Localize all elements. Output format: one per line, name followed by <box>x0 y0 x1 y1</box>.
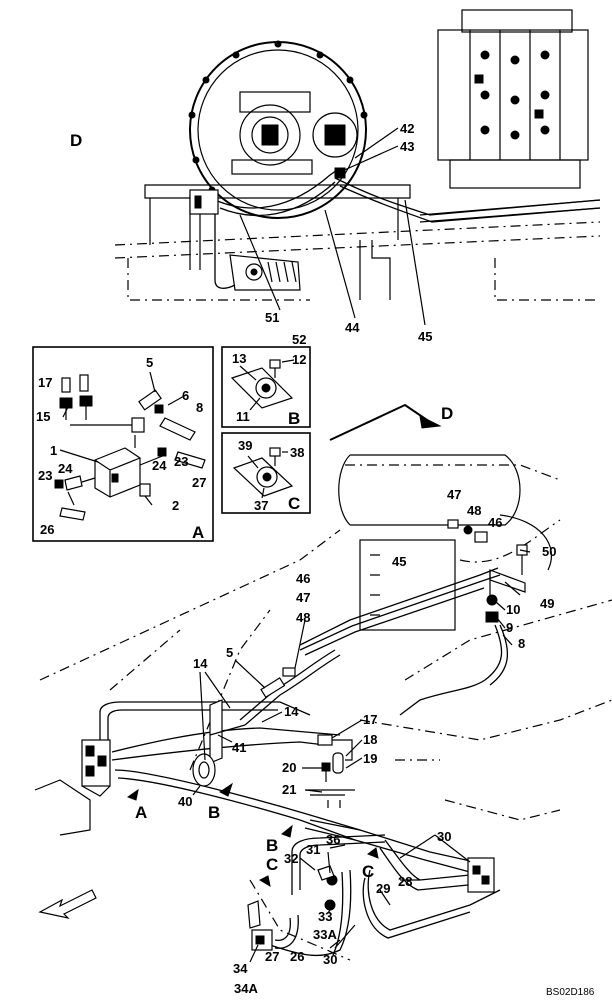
front-direction-arrow <box>38 889 97 920</box>
callout-48-main: 48 <box>296 610 310 625</box>
callout-40: 40 <box>178 794 192 809</box>
callout-18: 18 <box>363 732 377 747</box>
callout-21: 21 <box>282 782 296 797</box>
callout-44: 44 <box>345 320 360 335</box>
callout-33a: 33A <box>313 927 337 942</box>
callout-26: 26 <box>290 949 304 964</box>
callout-a-24-right: 24 <box>152 458 167 473</box>
callout-32: 32 <box>284 851 298 866</box>
box-c-label: C <box>288 494 300 513</box>
callout-30-lower: 30 <box>323 952 337 967</box>
callout-a-6: 6 <box>182 388 189 403</box>
callout-48: 48 <box>467 503 481 518</box>
callout-47: 47 <box>447 487 461 502</box>
callout-28: 28 <box>398 874 412 889</box>
callout-a-23-left: 23 <box>38 468 52 483</box>
callout-a-8: 8 <box>196 400 203 415</box>
callout-29: 29 <box>376 881 390 896</box>
callout-b-12: 12 <box>292 352 306 367</box>
callout-45-main: 45 <box>392 554 406 569</box>
callout-31: 31 <box>306 842 320 857</box>
callout-a-27: 27 <box>192 475 206 490</box>
callout-a-2: 2 <box>172 498 179 513</box>
view-arrow-c1: C <box>266 855 278 874</box>
callout-34: 34 <box>233 961 248 976</box>
gear-teeth <box>188 40 368 194</box>
callout-30-upper: 30 <box>437 829 451 844</box>
callout-10: 10 <box>506 602 520 617</box>
callout-19: 19 <box>363 751 377 766</box>
callout-14-upper: 14 <box>193 656 208 671</box>
view-arrow-a: A <box>135 803 147 822</box>
callout-52: 52 <box>292 332 306 347</box>
box-a-label: A <box>192 523 204 542</box>
callout-47-main: 47 <box>296 590 310 605</box>
callout-46: 46 <box>488 515 502 530</box>
callout-c-39: 39 <box>238 438 252 453</box>
callout-45-top: 45 <box>418 329 432 344</box>
callout-9: 9 <box>506 620 513 635</box>
callout-49: 49 <box>540 596 554 611</box>
main-assembly <box>34 403 612 963</box>
view-d-detail <box>114 9 601 326</box>
callout-43: 43 <box>400 139 414 154</box>
callout-27: 27 <box>265 949 279 964</box>
detail-box-a <box>32 346 214 542</box>
detail-a-parts <box>54 371 206 521</box>
callout-8: 8 <box>518 636 525 651</box>
drawing-code: BS02D186 <box>546 987 595 998</box>
callout-41: 41 <box>232 740 246 755</box>
callout-46-main: 46 <box>296 571 310 586</box>
view-arrow-b2: B <box>266 836 278 855</box>
callout-20: 20 <box>282 760 296 775</box>
detail-box-b <box>221 346 311 428</box>
callout-50: 50 <box>542 544 556 559</box>
view-arrow-markers <box>126 782 379 888</box>
callout-a-1: 1 <box>50 443 57 458</box>
detail-c-parts <box>232 447 294 499</box>
control-valve-top <box>437 9 589 189</box>
callout-42: 42 <box>400 121 414 136</box>
view-d-label: D <box>70 131 82 150</box>
callout-51: 51 <box>265 310 279 325</box>
callout-a-26: 26 <box>40 522 54 537</box>
callout-14-lower: 14 <box>284 704 299 719</box>
callout-33: 33 <box>318 909 332 924</box>
detail-b-parts <box>230 359 295 411</box>
callout-b-13: 13 <box>232 351 246 366</box>
callout-c-38: 38 <box>290 445 304 460</box>
callout-b-11: 11 <box>236 409 250 424</box>
callout-36: 36 <box>326 832 340 847</box>
callout-17: 17 <box>363 712 377 727</box>
callout-5: 5 <box>226 645 233 660</box>
callout-a-5: 5 <box>146 355 153 370</box>
callout-a-24-left: 24 <box>58 461 73 476</box>
detail-box-c <box>221 432 311 514</box>
box-b-label: B <box>288 409 300 428</box>
callout-c-37: 37 <box>254 498 268 513</box>
callout-a-23-right: 23 <box>174 454 188 469</box>
view-arrow-b: B <box>208 803 220 822</box>
callout-34a: 34A <box>234 981 258 996</box>
callout-a-17: 17 <box>38 375 52 390</box>
view-arrow-d: D <box>441 404 453 423</box>
view-arrow-c2: C <box>362 862 374 881</box>
callout-a-15: 15 <box>36 409 50 424</box>
